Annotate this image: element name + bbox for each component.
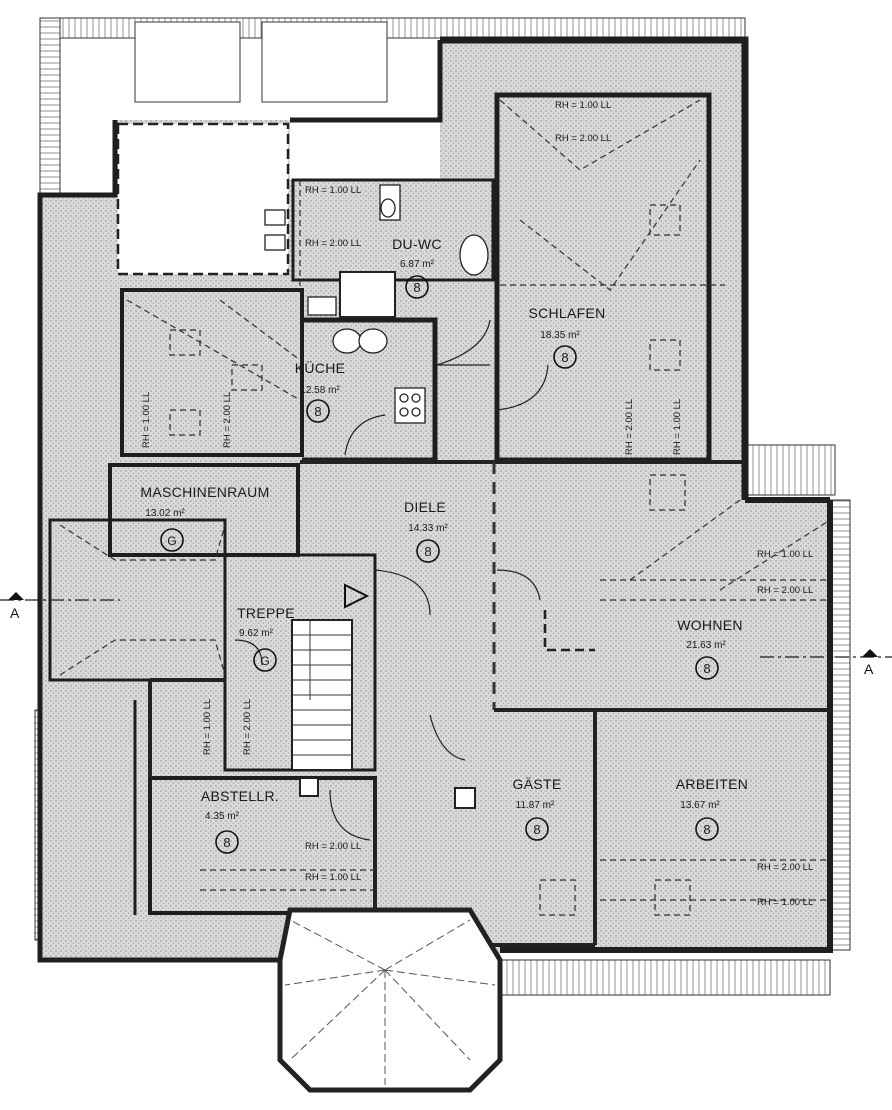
room-area-arbeiten: 13.67 m² [680,800,720,811]
floor-code-arbeiten: 8 [703,822,710,837]
rh-treppe-200: RH = 2.00 LL [242,699,253,755]
room-area-kueche: 12.58 m² [300,385,340,396]
rh-kueche-200: RH = 2.00 LL [222,392,233,448]
room-name-kueche: KÜCHE [295,359,346,376]
rh-abstellr-200: RH = 2.00 LL [305,841,361,852]
room-name-maschinenraum: MASCHINENRAUM [140,484,269,500]
rh-wohnen-200: RH = 2.00 LL [757,585,813,596]
doors [234,319,549,841]
rh-duwc-100: RH = 1.00 LL [305,185,361,196]
rh-schlafen-top-200: RH = 2.00 LL [555,133,611,144]
fixtures [264,184,489,809]
rh-duwc-200: RH = 2.00 LL [305,238,361,249]
section-line: A A [0,592,892,677]
room-area-wohnen: 21.63 m² [686,640,726,651]
outer-walls [37,36,833,963]
room-name-gaeste: GÄSTE [513,776,562,792]
room-labels: DU-WC 6.87 m² 8 SCHLAFEN 18.35 m² 8 KÜCH… [140,236,748,854]
floor-code-abstellr: 8 [223,835,230,850]
rh-wohnen-100: RH = 1.00 LL [757,549,813,560]
rh-treppe-100: RH = 1.00 LL [202,699,213,755]
voids [116,21,440,276]
room-area-du-wc: 6.87 m² [400,259,435,270]
room-name-diele: DIELE [404,499,446,515]
roof-slope-lines [59,99,831,916]
room-area-schlafen: 18.35 m² [540,330,580,341]
rh-kueche-100: RH = 1.00 LL [141,392,152,448]
section-label-right: A [864,661,874,677]
room-name-du-wc: DU-WC [392,236,442,252]
room-name-abstellr: ABSTELLR. [201,788,279,804]
floor-code-gaeste: 8 [533,822,540,837]
rh-arbeiten-100: RH = 1.00 LL [757,897,813,908]
room-area-maschinenraum: 13.02 m² [145,508,185,519]
room-name-treppe: TREPPE [237,605,295,621]
room-name-schlafen: SCHLAFEN [528,305,605,321]
floor-code-du-wc: 8 [413,280,420,295]
rh-schlafen-side-200: RH = 2.00 LL [624,399,635,455]
room-area-gaeste: 11.87 m² [516,800,555,811]
floor-code-diele: 8 [424,544,431,559]
rh-schlafen-top-100: RH = 1.00 LL [555,100,611,111]
rh-arbeiten-200: RH = 2.00 LL [757,862,813,873]
room-area-treppe: 9.62 m² [239,628,274,639]
room-name-arbeiten: ARBEITEN [676,776,748,792]
rh-abstellr-100: RH = 1.00 LL [305,872,361,883]
height-annotations: RH = 1.00 LL RH = 2.00 LL RH = 1.00 LL R… [141,100,813,908]
room-area-abstellr: 4.35 m² [205,811,240,822]
floor-code-wohnen: 8 [703,661,710,676]
staircase [291,583,370,771]
room-name-wohnen: WOHNEN [677,617,743,633]
room-area-diele: 14.33 m² [408,523,448,534]
rh-schlafen-side-100: RH = 1.00 LL [672,399,683,455]
bay-window [277,907,503,1093]
floor-code-maschinenraum: G [167,534,176,548]
section-label-left: A [10,605,20,621]
floor-code-schlafen: 8 [561,350,568,365]
floor-code-treppe: G [260,654,269,668]
floor-code-kueche: 8 [314,404,321,419]
